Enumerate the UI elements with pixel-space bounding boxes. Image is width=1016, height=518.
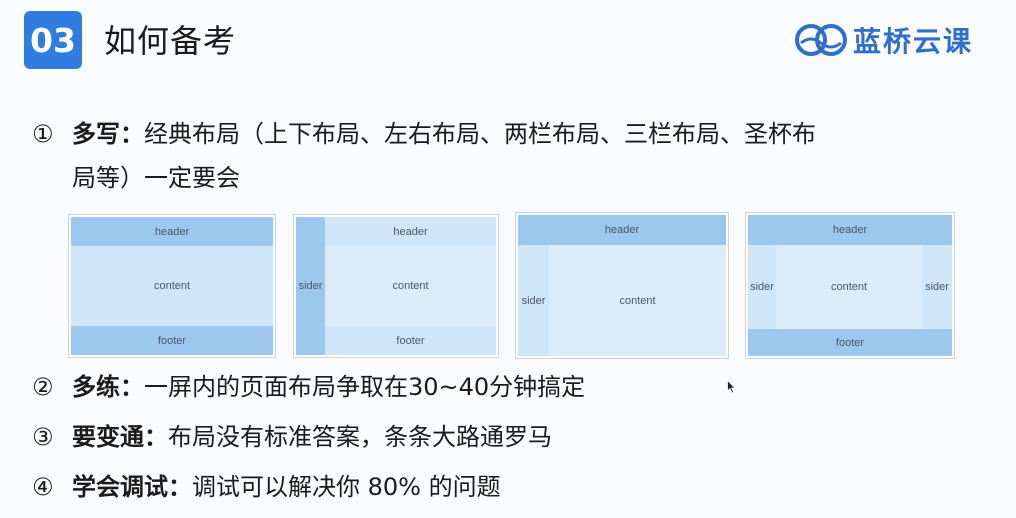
tip-text: 经典布局（上下布局、左右布局、两栏布局、三栏布局、圣杯布 bbox=[144, 120, 816, 148]
layout-header: header bbox=[71, 217, 273, 246]
tip-key: 多练： bbox=[72, 373, 144, 401]
tip-marker: ④ bbox=[32, 473, 54, 501]
layout-footer: footer bbox=[325, 326, 496, 355]
layout-left-right: sider header content footer bbox=[293, 214, 499, 358]
tip-key: 学会调试： bbox=[72, 473, 192, 501]
layout-top-bottom: header content footer bbox=[68, 214, 276, 358]
tip-text: 一屏内的页面布局争取在30~40分钟搞定 bbox=[144, 373, 586, 401]
layout-footer: footer bbox=[748, 329, 952, 356]
tip-marker: ③ bbox=[32, 423, 54, 451]
layout-content: content bbox=[776, 245, 922, 329]
lanqiao-logo-icon bbox=[795, 24, 847, 56]
layout-sider-right: sider bbox=[922, 245, 952, 329]
tip-text: 布局没有标准答案，条条大路通罗马 bbox=[168, 423, 552, 451]
tip-debugging: ④ 学会调试：调试可以解决你 80% 的问题 bbox=[32, 465, 501, 509]
tip-key: 要变通： bbox=[72, 423, 168, 451]
brand-name: 蓝桥云课 bbox=[853, 25, 974, 58]
layout-header: header bbox=[325, 217, 496, 246]
tip-marker: ① bbox=[32, 120, 54, 148]
layout-two-column: header sider content bbox=[515, 212, 729, 359]
layout-content: content bbox=[549, 245, 726, 356]
mouse-cursor-icon bbox=[727, 380, 736, 394]
tip-write: ① 多写：经典布局（上下布局、左右布局、两栏布局、三栏布局、圣杯布 局等）一定要会 bbox=[32, 112, 992, 200]
layout-header: header bbox=[518, 215, 726, 245]
brand-logo: 蓝桥云课 bbox=[795, 20, 973, 60]
layout-three-column: header sider content sider footer bbox=[745, 212, 955, 359]
tip-marker: ② bbox=[32, 373, 54, 401]
section-number-badge: 03 bbox=[24, 11, 82, 69]
tip-key: 多写： bbox=[72, 120, 144, 148]
layout-content: content bbox=[71, 246, 273, 326]
layout-sider-left: sider bbox=[748, 245, 776, 329]
tip-text: 调试可以解决你 80% 的问题 bbox=[192, 473, 501, 501]
layout-footer: footer bbox=[71, 326, 273, 355]
layout-sider: sider bbox=[296, 217, 325, 355]
tip-flexible: ③ 要变通：布局没有标准答案，条条大路通罗马 bbox=[32, 415, 552, 459]
slide-title: 如何备考 bbox=[104, 22, 237, 60]
layout-sider: sider bbox=[518, 245, 549, 356]
layout-header: header bbox=[748, 215, 952, 245]
tip-text-continued: 局等）一定要会 bbox=[72, 164, 240, 192]
layout-content: content bbox=[325, 246, 496, 326]
tip-practice: ② 多练：一屏内的页面布局争取在30~40分钟搞定 bbox=[32, 365, 585, 409]
